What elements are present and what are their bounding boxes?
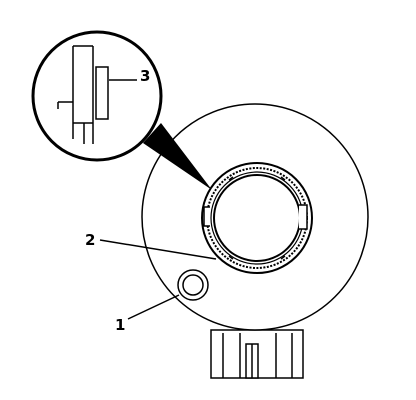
leader-line-1 — [127, 294, 180, 320]
callout-2: 2 — [85, 231, 95, 249]
central-bore — [201, 162, 313, 274]
callout-1: 1 — [115, 316, 125, 334]
leader-line-2 — [99, 239, 217, 260]
connector-housing — [210, 329, 304, 379]
callout-3: 3 — [140, 67, 150, 85]
magnified-detail — [31, 30, 163, 162]
small-port — [177, 269, 209, 301]
magnifier-pointer — [143, 123, 212, 190]
